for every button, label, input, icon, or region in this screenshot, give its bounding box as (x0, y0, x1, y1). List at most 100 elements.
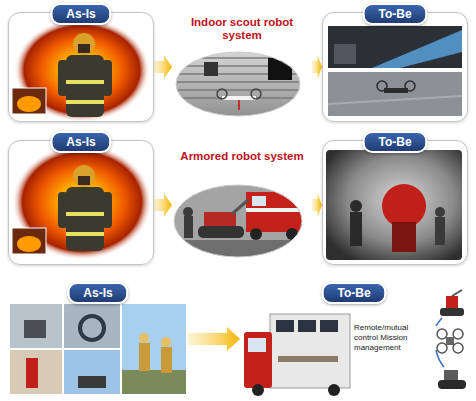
illustration-circle (382, 184, 426, 228)
flow-arrow (154, 193, 172, 217)
illustration-circle (435, 207, 445, 217)
robot-system-node: Armored robot system (172, 150, 312, 260)
illustration-line (170, 81, 310, 83)
stage-badge: As-Is (67, 282, 128, 304)
illustration-circle (161, 337, 171, 347)
illustration-rect (446, 296, 458, 308)
illustration-rect (384, 88, 408, 93)
illustration-line (452, 290, 462, 296)
stage-panel: As-Is (8, 12, 154, 122)
illustration-circle (437, 329, 447, 339)
illustration-rect (328, 26, 462, 68)
illustration-rect (440, 308, 464, 316)
illustration-circle (73, 33, 95, 55)
illustration-g (170, 58, 310, 98)
illustration-rect (252, 196, 266, 206)
illustration-circle (80, 316, 104, 340)
illustration-ellipse (14, 18, 150, 122)
illustration-rect (66, 212, 104, 216)
illustration-rect (276, 320, 294, 332)
illustration-circle (405, 81, 415, 91)
stage-badge: To-Be (321, 282, 386, 304)
illustration-circle (217, 89, 227, 99)
stage-badge: To-Be (362, 131, 427, 153)
oval-frame (176, 52, 300, 116)
illustration-rect (326, 150, 462, 260)
illustration-line (232, 200, 248, 214)
stage-panel: To-Be (322, 140, 468, 265)
armored-scene-photo (326, 150, 462, 260)
oval-frame (174, 185, 302, 257)
firefighter-photo (12, 144, 152, 260)
illustration-circle (73, 165, 95, 187)
illustration-line (170, 89, 310, 91)
illustration-rect (270, 314, 350, 388)
illustration-circle (286, 228, 298, 240)
illustration-rect (24, 320, 46, 338)
illustration-rect (328, 72, 462, 116)
illustration-rect (246, 192, 302, 232)
robot-icons (437, 290, 466, 389)
illustration-rect (122, 370, 186, 394)
illustration-rect (64, 350, 120, 394)
illustration-rect (170, 182, 310, 262)
scout-robot-photo (170, 50, 310, 120)
illustration-rect (102, 192, 112, 228)
illustration-circle (453, 343, 463, 353)
flow-arrow (188, 327, 240, 351)
illustration-rect (446, 337, 454, 345)
illustration-rect (298, 320, 316, 332)
illustration-circle (252, 384, 264, 396)
illustration-rect (320, 320, 338, 332)
illustration-rect (444, 370, 458, 380)
robot-system-node: Indoor scout robot system (172, 16, 312, 118)
illustration-line (238, 100, 240, 110)
illustration-rect (248, 338, 266, 352)
illustration-rect (64, 304, 120, 348)
illustration-rect (66, 232, 104, 236)
illustration-polygon (372, 30, 462, 68)
illustration-rect (66, 80, 104, 84)
command-truck (244, 314, 350, 396)
illustration-rect (78, 376, 106, 388)
illustration-rect (78, 176, 90, 185)
illustration-path (436, 350, 444, 367)
stage-badge: As-Is (50, 3, 111, 25)
illustration-rect (58, 60, 68, 96)
illustration-rect (66, 187, 104, 251)
scout-scene-photo (328, 26, 462, 116)
stage-badge: As-Is (50, 131, 111, 153)
illustration-rect (58, 192, 68, 228)
illustration-path (436, 318, 442, 326)
illustration-rect (66, 100, 104, 104)
illustration-rect (170, 50, 310, 120)
illustration-circle (377, 81, 387, 91)
illustration-rect (204, 62, 218, 76)
illustration-rect (278, 356, 338, 362)
illustration-rect (392, 222, 416, 252)
illustration-rect (102, 60, 112, 96)
stage-panel: As-Is (8, 140, 154, 265)
illustration-rect (244, 332, 272, 388)
illustration-rect (12, 228, 46, 254)
illustration-circle (251, 89, 261, 99)
illustration-ellipse (12, 144, 152, 260)
firefighter-photo (12, 18, 150, 122)
control-link-line (436, 318, 444, 367)
illustration-rect (198, 226, 244, 238)
illustration-rect (78, 44, 90, 53)
illustration-ellipse (17, 96, 41, 112)
illustration-line (328, 96, 462, 104)
annotation-label: Remote/mutual control Mission management (352, 322, 434, 354)
illustration-rect (10, 350, 62, 394)
illustration-rect (350, 212, 362, 246)
illustration-rect (204, 212, 236, 226)
system-title: Indoor scout robot system (172, 16, 312, 42)
illustration-rect (184, 216, 193, 238)
illustration-rect (66, 55, 104, 117)
system-title: Armored robot system (172, 150, 312, 163)
robot-photo-collage (10, 304, 186, 394)
armored-robot-photo (170, 182, 310, 262)
